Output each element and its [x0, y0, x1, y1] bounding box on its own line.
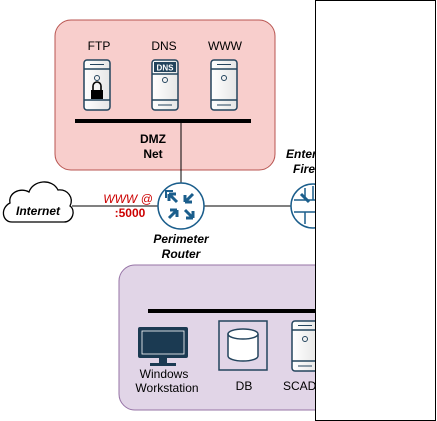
router-icon [157, 182, 205, 230]
ftp-server-icon [83, 59, 111, 111]
dns-label: DNS [151, 39, 176, 53]
dmz-net-label-line1: DMZ [140, 132, 166, 146]
dns-server-icon: DNS [151, 59, 179, 111]
dns-badge: DNS [157, 64, 175, 73]
perimeter-router-label-line2: Router [162, 247, 202, 261]
workstation-label-line2: Workstation [135, 381, 198, 395]
www-server-icon [210, 59, 238, 111]
db-label: DB [236, 379, 253, 393]
cloud-icon [2, 181, 74, 223]
workstation-label-line1: Windows [140, 367, 189, 381]
www-label: WWW [208, 39, 243, 53]
internet-label: Internet [16, 204, 61, 218]
nat-rule-line2: :5000 [115, 206, 146, 220]
dmz-net-label-line2: Net [143, 147, 162, 161]
scada-server-icon [291, 320, 319, 372]
nat-rule-line1: WWW @ [103, 192, 153, 206]
firewall-label-line2: Fire [293, 162, 315, 176]
perimeter-router-label-line1: Perimeter [153, 232, 210, 246]
database-icon [218, 320, 268, 371]
workstation-icon [138, 327, 188, 366]
ftp-label: FTP [88, 39, 111, 53]
occluding-panel [315, 0, 436, 421]
firewall-label-line1: Enter [286, 147, 318, 161]
scada-label: SCAD [283, 379, 317, 393]
